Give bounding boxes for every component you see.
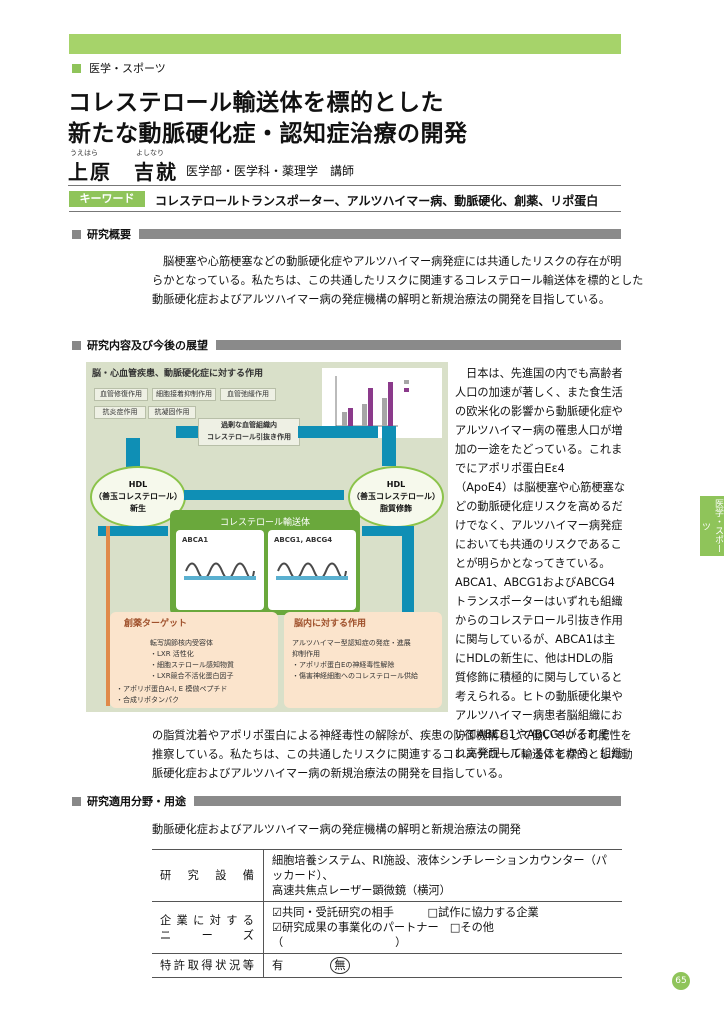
- section-square-icon: [72, 796, 81, 806]
- application-text: 動脈硬化症およびアルツハイマー病の発症機構の解明と新規治療法の開発: [152, 823, 521, 836]
- research-diagram: 脳・心血管疾患、動脈硬化症に対する作用 血管修復作用 細胞接着抑制作用 血管弛緩…: [86, 362, 448, 712]
- diagram-box: 抗凝固作用: [148, 406, 196, 419]
- transporter-icon: [276, 562, 348, 580]
- abcg-panel: ABCG1, ABCG4: [268, 530, 356, 610]
- page-title: コレステロール輸送体を標的とした 新たな動脈硬化症・認知症治療の開発: [68, 90, 468, 147]
- arrow-left: [176, 426, 198, 438]
- arrow-out-panel: [362, 526, 402, 536]
- top-color-bar: [69, 34, 621, 54]
- diagram-box: 血管修復作用: [94, 388, 148, 401]
- hdl-modify-oval: HDL （善玉コレステロール） 脂質修飾: [348, 466, 444, 528]
- category-square-icon: [72, 63, 81, 73]
- drug-target-line: [106, 526, 110, 706]
- info-table: 研究設備 細胞培養システム、RI施設、液体シンチレーションカウンター（パッカード…: [152, 849, 622, 978]
- table-row: 企業に対する ニーズ ☑共同・受託研究の相手 □試作に協力する企業 ☑研究成果の…: [152, 901, 622, 954]
- table-label: 企業に対する ニーズ: [152, 901, 264, 954]
- diagram-box: 過剰な血管組織内 コレステロール引抜き作用: [198, 418, 300, 446]
- section-heading-application: 研究適用分野・用途: [72, 794, 621, 808]
- arrow-down-brain: [402, 526, 414, 612]
- side-tab: 医学・スポーツ: [700, 496, 724, 556]
- author-name: 上原 吉就: [68, 160, 178, 184]
- brain-effect-panel: 脳内に対する作用 アルツハイマー型認知症の発症・進展 抑制作用 ・アポリポ蛋白E…: [284, 612, 442, 708]
- divider: [68, 185, 621, 186]
- keyword-text: コレステロールトランスポーター、アルツハイマー病、動脈硬化、創薬、リポ蛋白: [155, 194, 599, 208]
- arrow-hdl: [184, 490, 344, 500]
- section-bar: [216, 340, 621, 350]
- table-value: ☑共同・受託研究の相手 □試作に協力する企業 ☑研究成果の事業化のパートナー □…: [263, 901, 622, 954]
- diagram-header: 脳・心血管疾患、動脈硬化症に対する作用: [92, 369, 264, 379]
- table-row: 研究設備 細胞培養システム、RI施設、液体シンチレーションカウンター（パッカード…: [152, 849, 622, 902]
- category-label: 医学・スポーツ: [72, 60, 166, 76]
- keyword-label: キーワード: [69, 191, 145, 207]
- table-label: 特許取得状況等: [152, 953, 264, 978]
- arrow-right: [298, 426, 378, 438]
- arrow-down-right: [382, 426, 396, 466]
- diagram-box: 抗炎症作用: [94, 406, 146, 419]
- section-heading-details: 研究内容及び今後の展望: [72, 338, 621, 352]
- diagram-box: 細胞接着抑制作用: [152, 388, 216, 401]
- table-label: 研究設備: [152, 849, 264, 902]
- section-bar: [139, 229, 621, 239]
- transporter-icon: [184, 562, 256, 580]
- arrow-into-panel: [98, 526, 168, 536]
- page-number: 65: [672, 972, 690, 990]
- abca1-panel: ABCA1: [176, 530, 264, 610]
- details-full-paragraph: の脂質沈着やアポリポ蛋白による神経毒性の解除が、疾患の防御機構として働いている可…: [152, 729, 633, 780]
- overview-paragraph: 脳梗塞や心筋梗塞などの動脈硬化症やアルツハイマー病発症には共通したリスクの存在が…: [152, 255, 644, 306]
- table-value: 細胞培養システム、RI施設、液体シンチレーションカウンター（パッカード）、 高速…: [263, 849, 622, 902]
- author-affiliation: 医学部・医学科・薬理学 講師: [186, 164, 355, 178]
- section-square-icon: [72, 229, 81, 239]
- ruby-given: よしなり: [136, 149, 164, 157]
- divider: [69, 211, 621, 212]
- transporter-panel: コレステロール輸送体 ABCA1 ABCG1, ABCG4: [170, 510, 360, 615]
- details-side-paragraph: 日本は、先進国の内でも高齢者 人口の加速が著しく、また食生活 の欧米化の影響から…: [455, 367, 626, 760]
- selected-circle: 無: [330, 957, 350, 974]
- section-bar: [194, 796, 621, 806]
- diagram-box: 血管弛緩作用: [220, 388, 276, 401]
- arrow-up-left: [126, 438, 140, 470]
- section-heading-overview: 研究概要: [72, 227, 621, 241]
- table-value: 有 無: [263, 953, 622, 978]
- table-row: 特許取得状況等 有 無: [152, 953, 622, 978]
- drug-target-panel: 創薬ターゲット 転写調節核内受容体 ・LXR 活性化 ・細胞ステロール感知物質 …: [110, 612, 278, 708]
- section-square-icon: [72, 340, 81, 350]
- ruby-family: うえはら: [70, 149, 98, 157]
